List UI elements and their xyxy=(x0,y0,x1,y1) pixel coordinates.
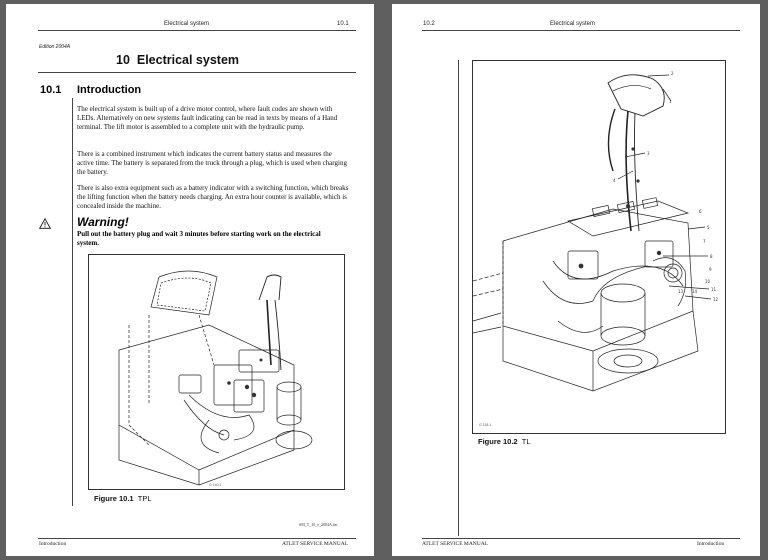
callout-4: 4 xyxy=(613,178,616,183)
left-footer-right: ATLET SERVICE MANUAL xyxy=(282,541,349,547)
section-number: 10.1 xyxy=(40,84,62,96)
figure-10-2-caption: Figure 10.2 TL xyxy=(478,437,531,446)
callout-3: 3 xyxy=(647,151,650,156)
chapter-number: 10 xyxy=(116,53,130,67)
callout-9: 9 xyxy=(709,267,712,272)
file-reference: SM_T_10_e_2004A.fm xyxy=(299,522,338,527)
figure-10-1-caption: Figure 10.1 TPL xyxy=(94,494,152,503)
warning-triangle-icon xyxy=(39,218,51,229)
chapter-title-text: Electrical system xyxy=(136,53,240,67)
left-header-title: Electrical system xyxy=(164,21,210,27)
right-footer-rule xyxy=(422,538,740,539)
right-header-title: Electrical system xyxy=(550,21,596,27)
figure-10-2-id: G 118.1 xyxy=(479,423,492,427)
paragraph-3: There is also extra equipment such as a … xyxy=(77,184,349,211)
left-header-number: 10.1 xyxy=(337,21,349,27)
callout-14: 14 xyxy=(692,289,698,294)
warning-title: Warning! xyxy=(77,215,129,229)
right-margin-rule xyxy=(458,60,459,536)
edition-label: Edition 2004A xyxy=(39,44,71,50)
right-header-rule xyxy=(422,30,740,31)
chapter-title: 10 Electrical system xyxy=(116,53,239,67)
left-footer-rule xyxy=(38,538,356,539)
warning-text: Pull out the battery plug and wait 3 min… xyxy=(77,230,321,247)
left-margin-rule xyxy=(72,98,73,506)
callout-5: 5 xyxy=(707,225,710,230)
callout-12: 12 xyxy=(713,297,719,302)
figure-10-1-caption-label: Figure 10.1 xyxy=(94,494,134,503)
left-header-rule xyxy=(38,30,356,31)
chapter-rule xyxy=(38,72,356,73)
callout-13: 13 xyxy=(678,289,684,294)
callout-2: 2 xyxy=(671,71,674,76)
callout-7: 7 xyxy=(703,239,706,244)
figure-10-1-frame: G 140.1 xyxy=(88,254,345,490)
paragraph-1: The electrical system is built up of a d… xyxy=(77,105,338,132)
figure-10-1-drawing xyxy=(118,270,313,486)
callout-6: 6 xyxy=(699,209,702,214)
figure-10-2-drawing: 1 2 3 4 5 6 7 8 9 10 11 12 13 14 xyxy=(473,71,719,392)
callout-8: 8 xyxy=(710,254,713,259)
left-footer-left: Introduction xyxy=(39,541,67,547)
callout-11: 11 xyxy=(711,287,717,292)
right-page: 10.2 Electrical system xyxy=(392,4,760,556)
figure-10-1-id: G 140.1 xyxy=(209,483,222,487)
callout-10: 10 xyxy=(705,279,711,284)
figure-10-2-frame: 1 2 3 4 5 6 7 8 9 10 11 12 13 14 G 118.1 xyxy=(472,60,726,434)
right-footer-right: Introduction xyxy=(697,541,725,547)
callout-1: 1 xyxy=(669,99,672,104)
figure-10-1-caption-text: TPL xyxy=(137,494,152,503)
figure-10-2-caption-label: Figure 10.2 xyxy=(478,437,518,446)
section-title: Introduction xyxy=(77,84,142,96)
right-footer-left: ATLET SERVICE MANUAL xyxy=(422,541,489,547)
left-page: Electrical system 10.1 Edition 2004A 10 … xyxy=(6,4,374,556)
figure-10-2-caption-text: TL xyxy=(521,437,531,446)
right-header-number: 10.2 xyxy=(423,21,435,27)
paragraph-2: There is a combined instrument which ind… xyxy=(77,150,347,177)
